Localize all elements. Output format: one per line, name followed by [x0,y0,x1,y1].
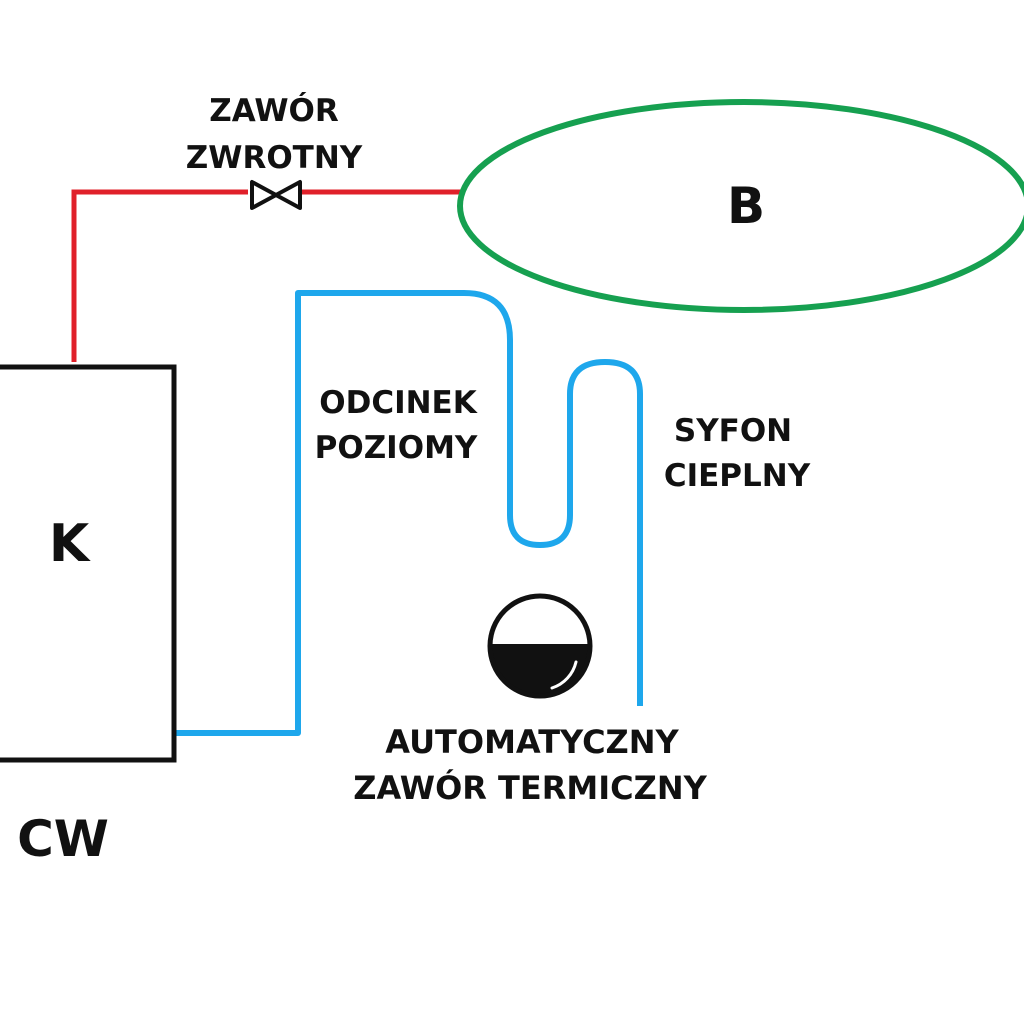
check-valve-icon [248,180,302,210]
thermal-valve-label-line1: AUTOMATYCZNY [385,723,679,761]
check-valve-label-line1: ZAWÓR [209,92,339,129]
thermal-valve-icon [487,593,593,699]
storage-tank [457,99,1024,313]
boiler-box [0,364,177,763]
boiler-label: K [49,514,91,574]
horizontal-section-label-line2: POZIOMY [315,430,478,466]
siphon-label-line1: SYFON [674,413,792,449]
cold-water-label: CW [17,810,109,868]
return-pipe-with-siphon [176,290,643,736]
siphon-label-line2: CIEPLNY [664,458,811,494]
horizontal-section-label-line1: ODCINEK [319,385,477,421]
tank-label: B [727,177,765,235]
check-valve-label-line2: ZWROTNY [186,140,363,176]
thermal-valve-label-line2: ZAWÓR TERMICZNY [353,768,707,807]
hot-supply-pipe [71,189,462,362]
